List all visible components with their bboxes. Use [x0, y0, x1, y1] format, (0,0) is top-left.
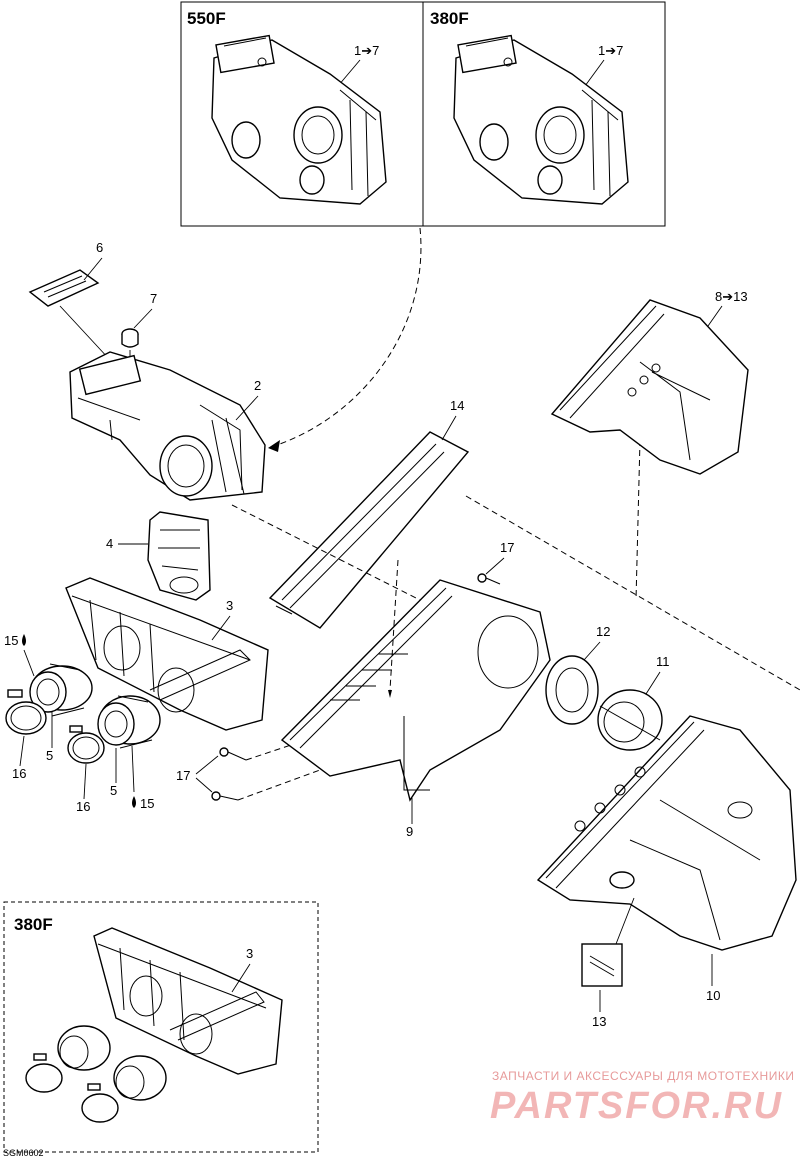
screw-part-17-top: 17: [477, 540, 514, 585]
lower-airbox-part-3: 3: [65, 577, 269, 731]
decal-part-13: 13: [581, 897, 635, 1029]
duct-part-4: 4: [106, 511, 211, 601]
assembly-reference-line: [267, 227, 422, 449]
callout-11: 11: [656, 654, 670, 669]
variant-box-top: 550F 380F 1➔7 1➔7: [180, 1, 666, 227]
airbox-assembly-380f: [453, 34, 629, 205]
lubricant-callout-15a: 15: [4, 633, 35, 677]
callout-8-13: 8➔13: [715, 289, 748, 304]
callout-3: 3: [226, 598, 233, 613]
variant-box-bottom: 380F 3: [3, 901, 319, 1153]
callout-14: 14: [450, 398, 464, 413]
lubricant-callout-15b: 15: [131, 745, 154, 811]
callout-10: 10: [706, 988, 720, 1003]
callout-6: 6: [96, 240, 103, 255]
grommet-part-11: 11: [597, 654, 670, 751]
airbox-assembly-550f: [211, 34, 387, 205]
callout-9: 9: [406, 824, 413, 839]
callout-17a: 17: [176, 768, 190, 783]
air-silencer-top-part-8-13: 8➔13: [550, 289, 749, 475]
upper-airbox-part-2: 2: [69, 351, 266, 501]
callout-12: 12: [596, 624, 610, 639]
seal-part-12: 12: [545, 624, 610, 725]
range-callout-left: 1➔7: [354, 43, 379, 58]
intake-boots-380f: [25, 1025, 167, 1123]
air-silencer-part-9: 9: [280, 579, 551, 839]
callout-5a: 5: [46, 748, 53, 763]
callout-3-380f: 3: [246, 946, 253, 961]
assembly-line-b: [465, 495, 800, 691]
model-label-550f: 550F: [187, 9, 226, 28]
filter-part-14: 14: [268, 398, 470, 629]
callout-5b: 5: [110, 783, 117, 798]
assembly-line-c: [635, 439, 641, 601]
callout-4: 4: [106, 536, 113, 551]
model-label-380f-bottom: 380F: [14, 915, 53, 934]
watermark-tagline: ЗАПЧАСТИ И АКСЕССУАРЫ ДЛЯ МОТОТЕХНИКИ: [492, 1069, 794, 1083]
plug-part-7: 7: [121, 291, 157, 385]
intake-boot-part-5a: 5: [29, 663, 93, 763]
lower-airbox-380f: [93, 927, 283, 1075]
assembly-line-a: [231, 504, 421, 601]
callout-2: 2: [254, 378, 261, 393]
watermark-logo: PARTSFOR.RU: [490, 1085, 783, 1127]
callout-16a: 16: [12, 766, 26, 781]
decal-part-6: 6: [28, 240, 111, 361]
callout-7: 7: [150, 291, 157, 306]
callout-15b: 15: [140, 796, 154, 811]
intake-boot-part-5b: 5: [97, 695, 161, 798]
range-callout-right: 1➔7: [598, 43, 623, 58]
drawing-code: SGM0602: [3, 1148, 44, 1158]
callout-16b: 16: [76, 799, 90, 814]
center-assembly-line: [389, 559, 399, 691]
model-label-380f-top: 380F: [430, 9, 469, 28]
callout-15a: 15: [4, 633, 18, 648]
clamp-part-16b: 16: [67, 725, 105, 814]
clamp-part-16a: 16: [5, 689, 47, 781]
callout-13: 13: [592, 1014, 606, 1029]
screw-part-17-left: 17: [176, 741, 321, 801]
air-silencer-bottom-part-10: 10: [536, 715, 797, 1003]
callout-17b: 17: [500, 540, 514, 555]
